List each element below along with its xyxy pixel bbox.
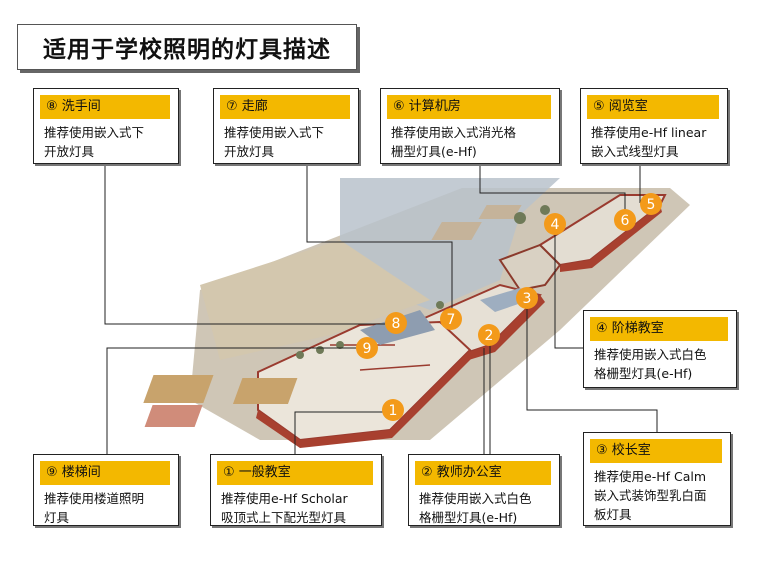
ground-plane-tan	[200, 240, 430, 360]
title-box: 适用于学校照明的灯具描述	[17, 24, 357, 70]
callout-lecture-hall: ④ 阶梯教室 推荐使用嵌入式白色 格栅型灯具(e-Hf)	[583, 310, 737, 388]
callout-restroom-body: 推荐使用嵌入式下 开放灯具	[44, 125, 145, 159]
callout-lecture-hall-body: 推荐使用嵌入式白色 格栅型灯具(e-Hf)	[594, 347, 707, 381]
callout-corridor-header: ⑦ 走廊	[220, 95, 350, 119]
callout-reading-room-body: 推荐使用e-Hf linear 嵌入式线型灯具	[591, 125, 707, 159]
marker-3[interactable]: 3	[516, 287, 538, 309]
svg-text:2: 2	[485, 328, 494, 344]
leader-8	[104, 162, 385, 325]
marker-2[interactable]: 2	[478, 324, 500, 346]
leader-lines	[104, 162, 658, 454]
svg-text:6: 6	[621, 213, 630, 229]
callout-stairwell-header: ⑨ 楼梯间	[40, 461, 170, 485]
callout-teacher-office: ② 教师办公室 推荐使用嵌入式白色 格栅型灯具(e-Hf)	[408, 454, 560, 526]
marker-5[interactable]: 5	[640, 193, 662, 215]
callout-classroom-header: ① 一般教室	[217, 461, 373, 485]
svg-text:4: 4	[551, 217, 560, 233]
callout-reading-room: ⑤ 阅览室 推荐使用e-Hf linear 嵌入式线型灯具	[580, 88, 728, 164]
marker-6[interactable]: 6	[614, 209, 636, 231]
callout-restroom: ⑧ 洗手间 推荐使用嵌入式下 开放灯具	[33, 88, 179, 164]
callout-classroom: ① 一般教室 推荐使用e-Hf Scholar 吸顶式上下配光型灯具	[210, 454, 382, 526]
leader-1	[294, 411, 393, 454]
svg-text:9: 9	[363, 341, 372, 357]
page-title: 适用于学校照明的灯具描述	[43, 37, 331, 63]
callout-teacher-office-header: ② 教师办公室	[415, 461, 551, 485]
leader-9	[106, 347, 367, 454]
callout-computer-room-header: ⑥ 计算机房	[387, 95, 551, 119]
svg-text:8: 8	[392, 316, 401, 332]
leader-4	[554, 226, 583, 349]
callout-teacher-office-body: 推荐使用嵌入式白色 格栅型灯具(e-Hf)	[419, 491, 532, 525]
svg-text:5: 5	[647, 197, 656, 213]
leader-7	[306, 162, 453, 318]
marker-7[interactable]: 7	[440, 308, 462, 330]
marker-9[interactable]: 9	[356, 337, 378, 359]
marker-1[interactable]: 1	[382, 399, 404, 421]
callout-stairwell: ⑨ 楼梯间 推荐使用楼道照明 灯具	[33, 454, 179, 526]
svg-text:7: 7	[447, 312, 456, 328]
callout-corridor: ⑦ 走廊 推荐使用嵌入式下 开放灯具	[213, 88, 359, 164]
svg-text:1: 1	[389, 403, 398, 419]
marker-8[interactable]: 8	[385, 312, 407, 334]
callout-reading-room-header: ⑤ 阅览室	[587, 95, 719, 119]
callout-computer-room: ⑥ 计算机房 推荐使用嵌入式消光格 栅型灯具(e-Hf)	[380, 88, 560, 164]
callout-lecture-hall-header: ④ 阶梯教室	[590, 317, 728, 341]
callout-principal-office: ③ 校长室 推荐使用e-Hf Calm 嵌入式装饰型乳白面 板灯具	[583, 432, 731, 526]
leader-6	[479, 162, 626, 218]
svg-text:3: 3	[523, 291, 532, 307]
callout-principal-office-header: ③ 校长室	[590, 439, 722, 463]
callout-stairwell-body: 推荐使用楼道照明 灯具	[44, 491, 145, 525]
callout-classroom-body: 推荐使用e-Hf Scholar 吸顶式上下配光型灯具	[221, 491, 348, 525]
trees	[296, 205, 550, 359]
callout-computer-room-body: 推荐使用嵌入式消光格 栅型灯具(e-Hf)	[391, 125, 517, 159]
leader-3	[526, 298, 658, 432]
marker-4[interactable]: 4	[544, 213, 566, 235]
callout-restroom-header: ⑧ 洗手间	[40, 95, 170, 119]
callout-corridor-body: 推荐使用嵌入式下 开放灯具	[224, 125, 325, 159]
callout-principal-office-body: 推荐使用e-Hf Calm 嵌入式装饰型乳白面 板灯具	[594, 469, 707, 522]
